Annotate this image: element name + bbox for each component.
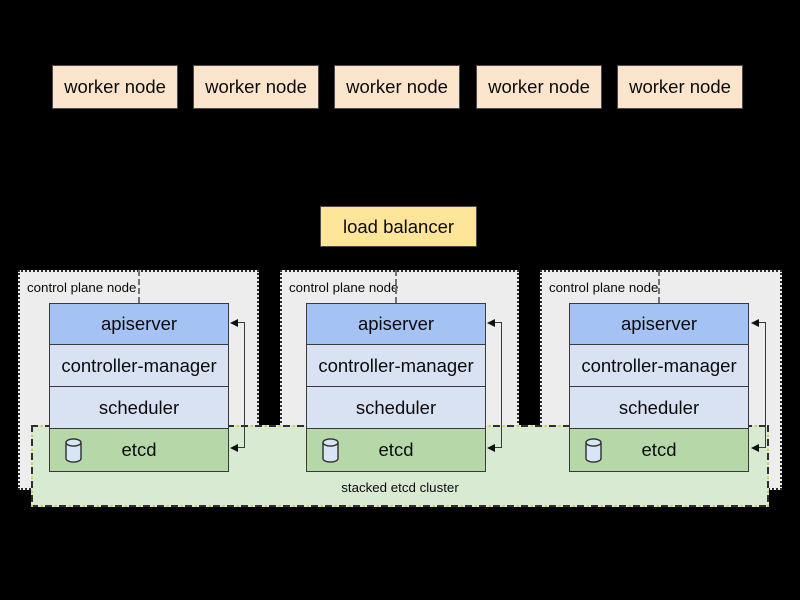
database-cylinder-icon — [65, 438, 82, 463]
control-plane-node-label: control plane node — [27, 280, 137, 295]
apiserver-label: apiserver — [620, 313, 698, 334]
database-cylinder-icon — [585, 438, 602, 463]
arrowhead-into-apiserver-1 — [230, 318, 238, 327]
worker-node-box-5: worker node — [617, 65, 743, 109]
apiserver-box: apiserver — [307, 304, 485, 344]
arrowhead-into-apiserver-2 — [487, 318, 495, 327]
band-border-left — [31, 425, 34, 507]
control-plane-stack-1: apiserver controller-manager scheduler e… — [49, 303, 229, 472]
apiserver-etcd-connector-2 — [492, 322, 502, 448]
stacked-etcd-cluster-label: stacked etcd cluster — [341, 480, 459, 495]
controller-manager-label: controller-manager — [61, 354, 217, 376]
worker-node-label: worker node — [346, 76, 448, 97]
controller-manager-box: controller-manager — [307, 344, 485, 386]
arrowhead-into-etcd-1 — [230, 443, 238, 452]
band-border-bottom — [31, 504, 769, 507]
worker-node-box-1: worker node — [52, 65, 178, 109]
worker-node-box-3: worker node — [334, 65, 460, 109]
loadbalancer-apiserver-dashed-line-3 — [658, 270, 660, 303]
band-border-right — [766, 425, 769, 507]
etcd-box: etcd — [50, 428, 228, 471]
control-plane-node-label: control plane node — [289, 280, 399, 295]
scheduler-label: scheduler — [98, 396, 180, 418]
database-cylinder-icon — [322, 438, 339, 463]
scheduler-label: scheduler — [355, 396, 437, 418]
loadbalancer-apiserver-dashed-line-1 — [138, 270, 140, 303]
worker-node-label: worker node — [205, 76, 307, 97]
apiserver-etcd-connector-3 — [756, 322, 766, 448]
worker-node-label: worker node — [629, 76, 731, 97]
apiserver-label: apiserver — [100, 313, 178, 334]
etcd-box: etcd — [570, 428, 748, 471]
apiserver-box: apiserver — [50, 304, 228, 344]
arrowhead-into-etcd-2 — [487, 443, 495, 452]
control-plane-node-label: control plane node — [549, 280, 659, 295]
apiserver-etcd-connector-1 — [235, 322, 245, 448]
control-plane-stack-2: apiserver controller-manager scheduler e… — [306, 303, 486, 472]
controller-manager-label: controller-manager — [581, 354, 737, 376]
scheduler-box: scheduler — [307, 386, 485, 428]
worker-node-label: worker node — [64, 76, 166, 97]
arrowhead-into-apiserver-3 — [751, 318, 759, 327]
worker-node-label: worker node — [488, 76, 590, 97]
loadbalancer-apiserver-dashed-line-2 — [395, 270, 397, 303]
scheduler-box: scheduler — [50, 386, 228, 428]
load-balancer-box: load balancer — [320, 206, 477, 247]
controller-manager-label: controller-manager — [318, 354, 474, 376]
load-balancer-label: load balancer — [342, 215, 455, 237]
etcd-label: etcd — [641, 439, 677, 460]
control-plane-stack-3: apiserver controller-manager scheduler e… — [569, 303, 749, 472]
apiserver-label: apiserver — [357, 313, 435, 334]
etcd-label: etcd — [121, 439, 157, 460]
controller-manager-box: controller-manager — [50, 344, 228, 386]
worker-node-box-4: worker node — [476, 65, 602, 109]
apiserver-box: apiserver — [570, 304, 748, 344]
etcd-box: etcd — [307, 428, 485, 471]
scheduler-box: scheduler — [570, 386, 748, 428]
scheduler-label: scheduler — [618, 396, 700, 418]
worker-node-box-2: worker node — [193, 65, 319, 109]
arrowhead-into-etcd-3 — [751, 443, 759, 452]
etcd-label: etcd — [378, 439, 414, 460]
controller-manager-box: controller-manager — [570, 344, 748, 386]
